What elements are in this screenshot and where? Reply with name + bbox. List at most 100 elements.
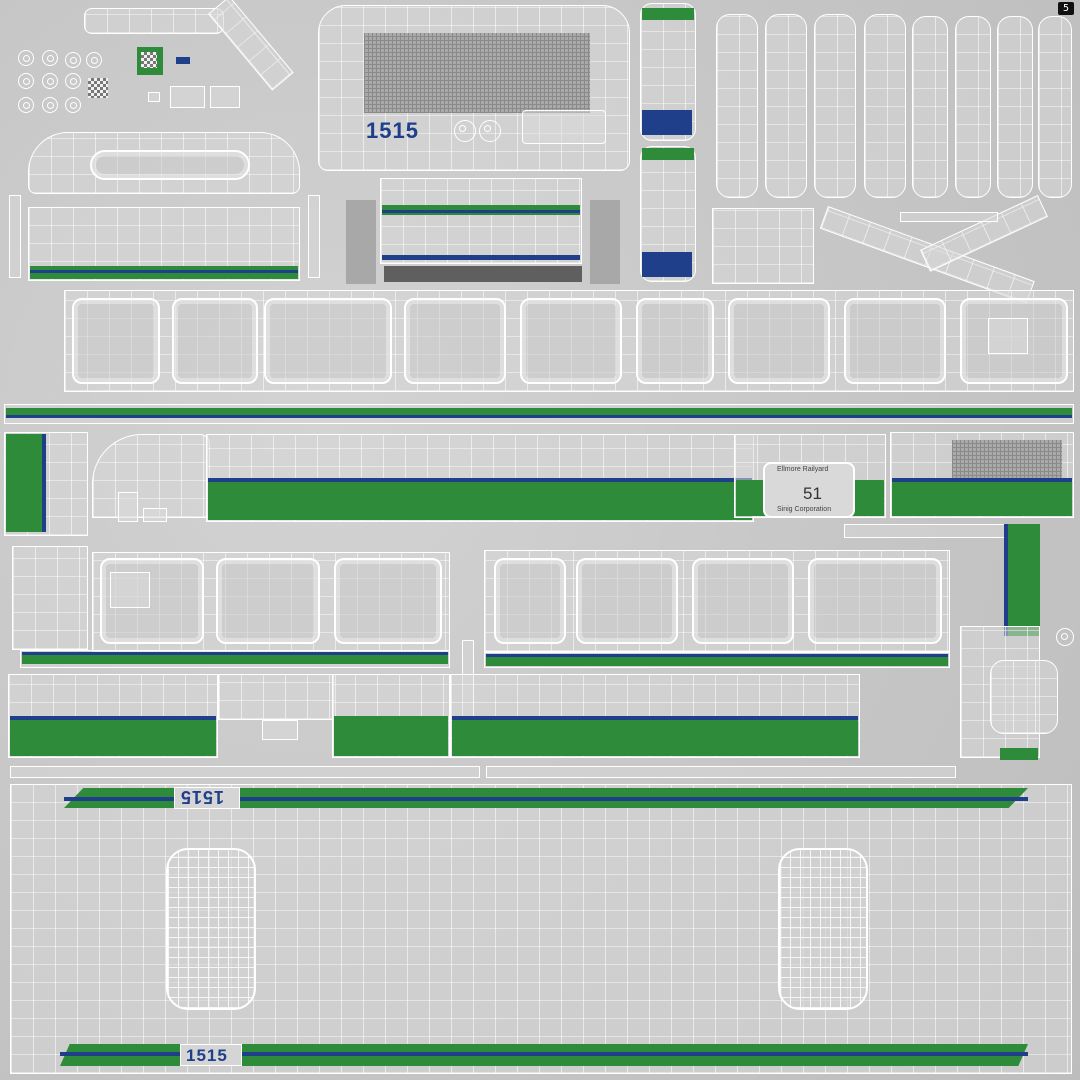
- wheel-icon: [42, 73, 58, 89]
- blue-stripe: [64, 797, 1028, 801]
- shadow-piece: [346, 200, 376, 284]
- window-icon: [494, 558, 566, 644]
- green-stripe: [6, 434, 42, 532]
- green-stripe: [642, 148, 694, 160]
- blue-stripe: [382, 210, 580, 213]
- sign-line-1: Ellmore Railyard: [777, 466, 829, 473]
- window-icon: [172, 298, 258, 384]
- green-stripe: [1006, 524, 1040, 636]
- mirror-arm-piece: [84, 8, 224, 34]
- side-strip: [308, 195, 320, 278]
- roof-hatch-icon: [166, 848, 256, 1010]
- blue-stripe: [452, 716, 858, 720]
- rear-lower-piece: [380, 178, 582, 264]
- blue-stripe: [22, 652, 448, 655]
- window-icon: [110, 572, 150, 608]
- trim-piece: [920, 195, 1048, 272]
- window-frame-piece: [864, 14, 906, 198]
- light-icon: [454, 120, 476, 142]
- engine-vent: [952, 440, 1062, 480]
- window-icon: [692, 558, 794, 644]
- window-icon: [988, 318, 1028, 354]
- window-icon: [216, 558, 320, 644]
- blue-stripe: [382, 255, 580, 260]
- roof-hatch-icon: [990, 660, 1058, 734]
- green-stripe: [6, 408, 1072, 415]
- window-frame-piece: [912, 16, 948, 198]
- part-piece: [148, 92, 160, 102]
- green-stripe: [1000, 748, 1038, 760]
- light-icon: [479, 120, 501, 142]
- trim-piece: [900, 212, 998, 222]
- green-stripe: [22, 654, 448, 664]
- wheel-icon: [18, 97, 34, 113]
- window-frame-piece: [765, 14, 807, 198]
- blue-stripe: [60, 1052, 1028, 1056]
- blue-stripe: [10, 716, 216, 720]
- wheel-icon: [65, 97, 81, 113]
- side-body-piece: [92, 434, 210, 518]
- blue-stripe: [30, 270, 298, 273]
- bumper-strip: [384, 266, 582, 282]
- license-plate-recess: [522, 110, 606, 144]
- mirror-arm-piece: [208, 0, 294, 91]
- window-frame-piece: [814, 14, 856, 198]
- blue-stripe: [1004, 524, 1008, 636]
- window-icon: [844, 298, 946, 384]
- blue-stripe: [208, 478, 752, 482]
- window-icon: [264, 298, 392, 384]
- window-frame-piece: [716, 14, 758, 198]
- wheel-icon: [65, 52, 81, 68]
- blue-stripe: [892, 478, 1072, 482]
- roof-hatch-icon: [778, 848, 868, 1010]
- green-stripe: [10, 716, 216, 756]
- side-body-piece: [12, 546, 88, 650]
- trim-piece: [10, 766, 480, 778]
- part-piece: [262, 720, 298, 740]
- part-piece: [118, 492, 138, 522]
- wheel-icon: [86, 52, 102, 68]
- wheel-icon: [65, 73, 81, 89]
- part-piece: [170, 86, 205, 108]
- wheel-icon: [42, 50, 58, 66]
- green-stripe: [486, 656, 948, 666]
- bus-number-roof: 1515: [186, 1046, 228, 1065]
- sign-line-2: Sinig Corporation: [777, 506, 832, 513]
- wheel-icon: [1056, 628, 1074, 646]
- window-icon: [636, 298, 714, 384]
- part-piece: [210, 86, 240, 108]
- shadow-piece: [590, 200, 620, 284]
- number-plate: [180, 1044, 242, 1066]
- blue-stripe: [42, 434, 46, 532]
- wheel-icon: [18, 73, 34, 89]
- panel-piece: [712, 208, 814, 284]
- checker-decal: [141, 52, 157, 68]
- blue-stripe: [642, 110, 692, 135]
- destination-sign-icon: Ellmore Railyard 51 Sinig Corporation: [763, 462, 855, 518]
- side-strip: [9, 195, 21, 278]
- window-icon: [520, 298, 622, 384]
- window-frame-piece: [955, 16, 991, 198]
- wheel-icon: [42, 97, 58, 113]
- green-stripe: [208, 478, 752, 520]
- corner-tag: 5: [1058, 2, 1074, 15]
- sign-route: 51: [803, 484, 822, 503]
- bus-number-roof-flipped: 1515: [180, 787, 225, 807]
- window-icon: [404, 298, 506, 384]
- engine-grille: [364, 33, 590, 113]
- wheel-icon: [18, 50, 34, 66]
- blue-stripe: [486, 654, 948, 657]
- green-stripe: [334, 716, 448, 756]
- blue-stripe: [642, 252, 692, 277]
- window-icon: [576, 558, 678, 644]
- blue-stripe: [6, 415, 1072, 418]
- window-icon: [334, 558, 442, 644]
- part-piece: [143, 508, 167, 522]
- window-icon: [72, 298, 160, 384]
- checker-decal: [88, 78, 108, 98]
- trim-piece: [486, 766, 956, 778]
- bus-number-rear: 1515: [366, 118, 419, 143]
- number-plate: [174, 787, 240, 809]
- window-icon: [728, 298, 830, 384]
